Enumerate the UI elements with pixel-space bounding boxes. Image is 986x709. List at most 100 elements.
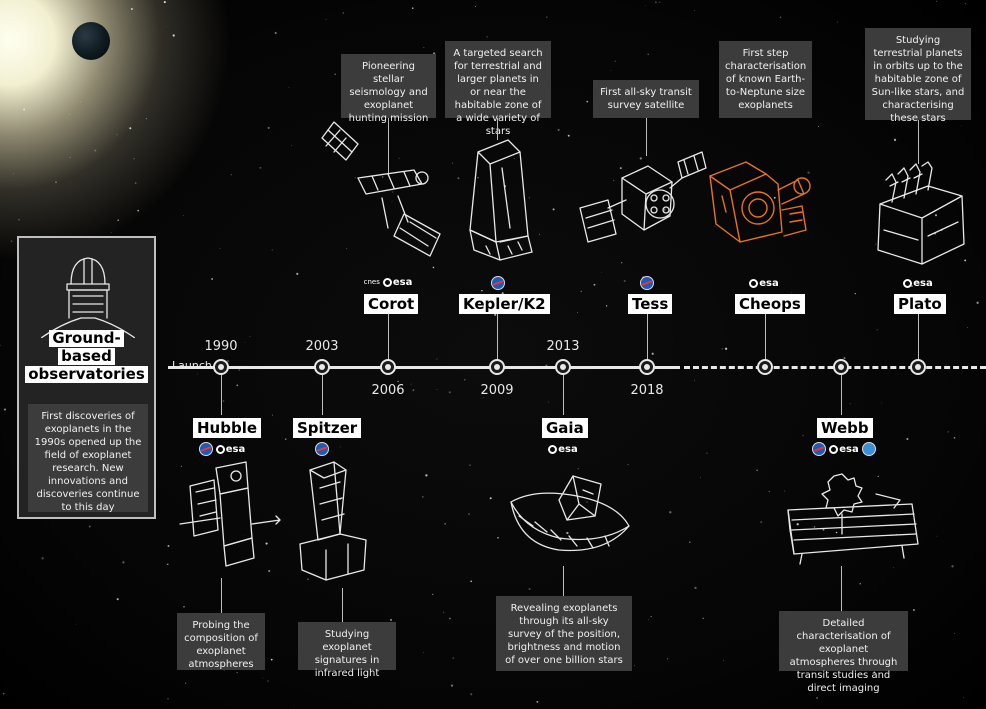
nasa-logo-icon [198, 442, 213, 456]
star-dot [444, 523, 446, 525]
connector-plato-desc [918, 120, 919, 164]
star-dot [267, 680, 269, 682]
description-plato: Studying terrestrial planets in orbits u… [865, 28, 971, 124]
tess-satellite-icon [579, 151, 707, 243]
star-dot [431, 593, 434, 596]
star-dot [663, 208, 666, 211]
star-dot [513, 158, 515, 159]
timeline-node-hubble [213, 359, 229, 375]
star-dot [167, 545, 170, 547]
star-dot [694, 9, 696, 11]
star-dot [976, 301, 979, 304]
star-dot [469, 464, 471, 466]
star-dot [69, 156, 71, 158]
star-dot [0, 344, 1, 347]
description-kepler: A targeted search for terrestrial and la… [445, 41, 551, 137]
year-spitzer: 2003 [305, 339, 339, 354]
nasa-logo-icon [812, 442, 827, 456]
star-dot [536, 701, 539, 703]
star-dot [442, 611, 445, 614]
star-dot [452, 657, 455, 659]
star-dot [621, 262, 623, 264]
star-dot [325, 19, 327, 20]
star-dot [346, 247, 348, 249]
star-dot [724, 347, 728, 350]
nasa-logo-icon [491, 276, 505, 290]
star-dot [10, 240, 13, 243]
star-dot [545, 364, 548, 367]
spitzer-telescope-icon [299, 461, 367, 581]
star-dot [958, 202, 960, 203]
timeline-node-cheops [757, 359, 773, 375]
connector-gaia-top [563, 375, 564, 415]
star-dot [397, 380, 399, 383]
star-dot [634, 665, 635, 667]
mission-label-hubble: Hubble [193, 418, 262, 438]
star-dot [756, 469, 758, 472]
star-dot [577, 312, 578, 314]
star-dot [249, 335, 251, 337]
star-dot [843, 357, 846, 360]
mission-label-corot: Corot [364, 294, 419, 314]
star-dot [289, 707, 291, 709]
star-dot [947, 431, 949, 433]
ground-title-line-2: based [58, 348, 115, 365]
mission-label-gaia: Gaia [542, 418, 588, 438]
star-dot [877, 475, 879, 478]
esa-logo-icon: esa [903, 278, 932, 289]
star-dot [265, 542, 268, 545]
star-dot [450, 684, 454, 687]
year-hubble: 1990 [204, 339, 238, 354]
agency-logos-hubble: esa [196, 442, 248, 456]
star-dot [613, 179, 615, 182]
ground-description: First discoveries of exoplanets in the 1… [28, 404, 148, 513]
year-gaia: 2013 [546, 339, 580, 354]
esa-logo-icon: esa [749, 278, 778, 289]
star-dot [816, 697, 819, 699]
star-dot [196, 373, 198, 375]
star-dot [117, 219, 119, 221]
star-dot [436, 389, 438, 390]
star-dot [619, 167, 622, 170]
timeline-node-gaia [555, 359, 571, 375]
star-dot [41, 557, 44, 560]
star-dot [962, 696, 964, 698]
star-dot [954, 632, 956, 635]
star-dot [567, 134, 570, 137]
star-dot [586, 100, 589, 103]
star-dot [133, 157, 135, 160]
star-dot [291, 145, 292, 147]
star-dot [2, 692, 5, 695]
star-dot [470, 693, 473, 696]
star-dot [666, 658, 668, 660]
star-dot [577, 467, 579, 470]
star-dot [546, 16, 548, 18]
star-dot [398, 157, 400, 159]
star-dot [243, 534, 244, 536]
connector-hubble-top [221, 375, 222, 415]
description-webb: Detailed characterisation of exoplanet a… [779, 611, 908, 694]
star-dot [528, 587, 531, 591]
star-dot [222, 400, 225, 402]
star-dot [859, 583, 861, 585]
star-dot [163, 1, 166, 4]
star-dot [566, 531, 569, 535]
star-dot [390, 618, 392, 621]
star-dot [425, 474, 428, 477]
star-dot [274, 32, 277, 34]
connector-spitzer-bottom [342, 588, 343, 624]
star-dot [694, 586, 697, 590]
star-dot [912, 609, 915, 611]
star-dot [822, 528, 825, 531]
star-dot [694, 379, 695, 381]
star-dot [580, 290, 582, 292]
agency-logos-spitzer [312, 442, 332, 456]
star-dot [166, 563, 169, 566]
star-dot [951, 565, 954, 568]
star-dot [760, 521, 763, 524]
webb-telescope-icon [787, 473, 919, 565]
corot-satellite-icon [321, 121, 441, 257]
star-dot [219, 247, 221, 249]
star-dot [827, 675, 830, 677]
connector-tess-bottom [647, 314, 648, 360]
